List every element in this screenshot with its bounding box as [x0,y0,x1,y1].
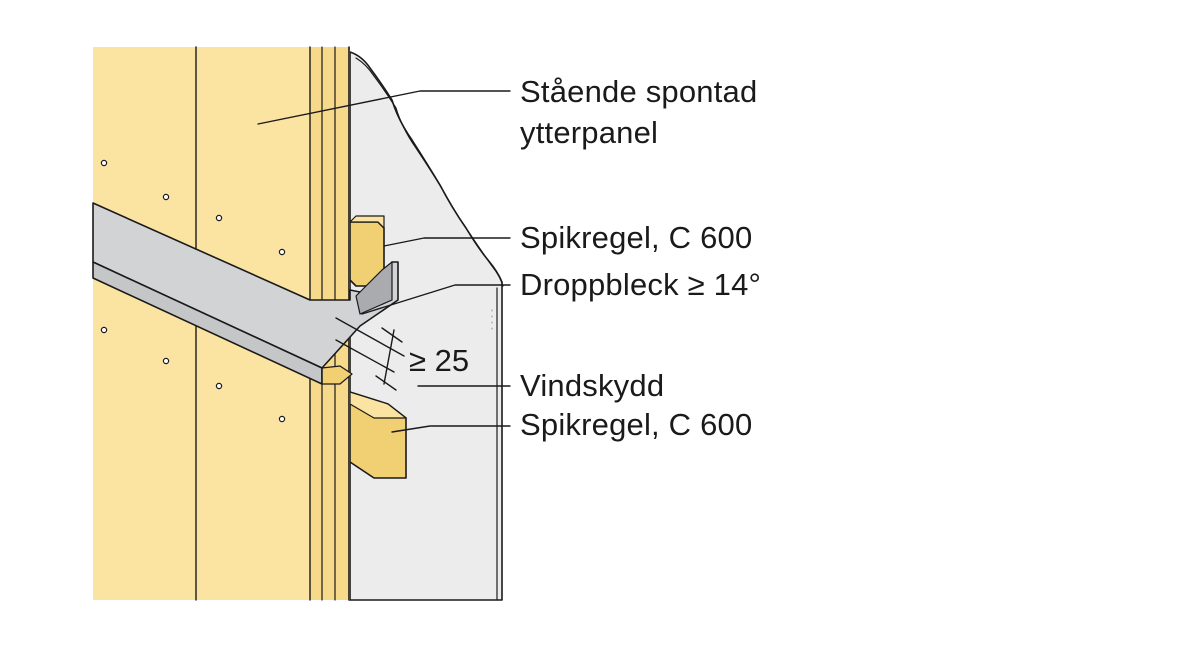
drip-flashing [92,202,399,385]
dimension-marks [335,317,405,391]
dimension-gap-label: ≥ 25 [409,343,470,378]
lower-nailing-batten [349,391,407,479]
wind-barrier-edge [355,57,504,287]
leader-spikregel-bottom [391,425,511,433]
nail-heads [100,159,286,423]
label-standing-panel-line2: ytterpanel [520,115,659,150]
leader-panel [257,90,511,125]
leader-lines [257,90,511,433]
leader-spikregel-top [383,237,511,247]
label-wind-barrier: Vindskydd [520,368,665,403]
wind-barrier [349,51,503,601]
label-nailing-batten-bottom: Spikregel, C 600 [520,407,753,442]
leader-droppbleck [361,284,511,315]
label-standing-panel-line1: Stående spontad [520,74,758,109]
label-drip-flashing: Droppbleck ≥ 14° [520,267,762,302]
label-nailing-batten-top: Spikregel, C 600 [520,220,753,255]
